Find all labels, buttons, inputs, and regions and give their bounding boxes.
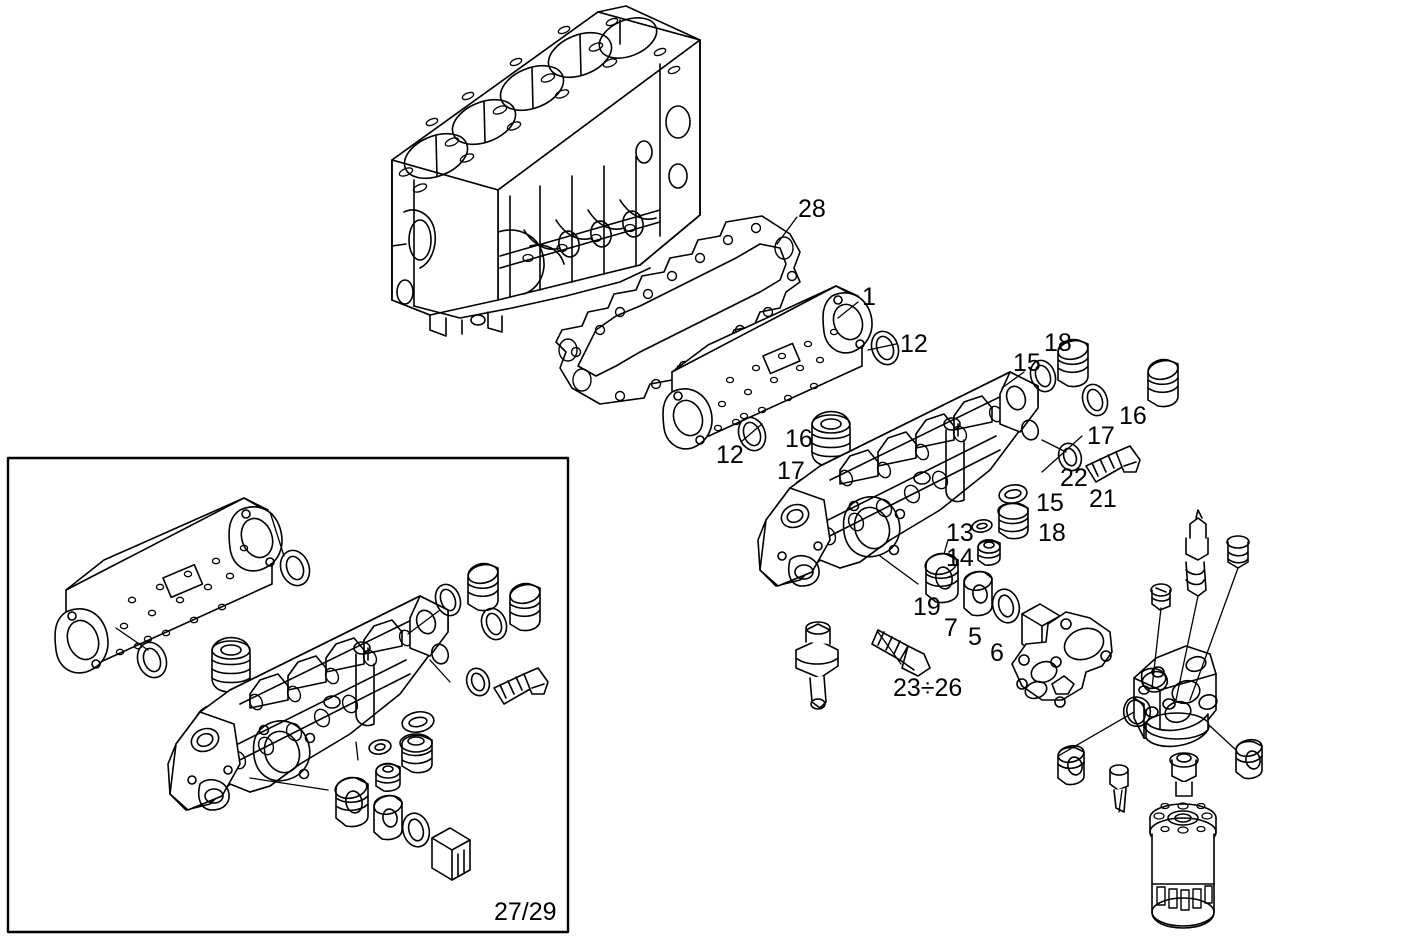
bolt-set xyxy=(871,629,931,677)
screw-plug-small xyxy=(977,539,1001,566)
callout-14: 14 xyxy=(946,544,974,572)
callout-7: 7 xyxy=(944,614,958,642)
inset-screw-plug-small xyxy=(375,762,401,792)
inset-spacer-sleeve xyxy=(373,794,403,841)
plug-top-small xyxy=(1150,583,1172,611)
callout-16-right: 16 xyxy=(1119,402,1147,430)
plug-top-right xyxy=(1226,535,1250,569)
callout-15-lower: 15 xyxy=(1036,489,1064,517)
callout-6: 6 xyxy=(990,639,1004,667)
inset-washer-seal xyxy=(401,812,431,848)
inset-leader-lines xyxy=(115,511,451,791)
oil-cooler-core xyxy=(662,285,873,450)
oil-cooler-housing xyxy=(757,371,1040,587)
nipple-bottom-center xyxy=(1169,752,1199,797)
inset-relief-valve xyxy=(431,827,471,881)
screw-plug-upper xyxy=(1057,338,1089,388)
filter-head-gasket xyxy=(1011,611,1113,708)
screw-plug-right xyxy=(1147,358,1179,408)
inset-screw-plug-upper xyxy=(467,562,499,612)
callout-17-left: 17 xyxy=(777,457,805,485)
callout-18-lower: 18 xyxy=(1038,519,1066,547)
sealing-ring-right xyxy=(1081,383,1109,417)
bushing xyxy=(924,552,959,604)
oil-filter-canister xyxy=(1149,802,1217,929)
inset-o-ring-left xyxy=(136,641,168,679)
inset-screw-plug-left xyxy=(211,636,251,693)
filter-head-plug-right xyxy=(1235,738,1263,780)
sealing-ring-upper xyxy=(1029,359,1057,393)
washer-seal xyxy=(991,588,1021,624)
inset-screw-plug-lower xyxy=(399,733,433,774)
callout-28: 28 xyxy=(798,195,826,223)
inset-seal-ring-small xyxy=(368,739,392,755)
sensor-switch xyxy=(795,621,839,710)
callout-12-left: 12 xyxy=(716,441,744,469)
callout-5: 5 xyxy=(968,623,982,651)
inset-oil-cooler-core xyxy=(54,497,283,674)
inset-bushing xyxy=(334,776,369,828)
o-ring-left xyxy=(737,416,767,452)
callout-17-right: 17 xyxy=(1087,422,1115,450)
callout-16-left: 16 xyxy=(785,425,813,453)
bolt xyxy=(1085,445,1141,483)
callout-12-right: 12 xyxy=(900,330,928,358)
callout-19: 19 xyxy=(913,593,941,621)
leader-lines xyxy=(741,216,1239,813)
inset-o-ring-right xyxy=(279,549,311,587)
inset-screw-plug-right xyxy=(509,582,541,632)
callout-15-upper: 15 xyxy=(1013,349,1041,377)
inset-washer xyxy=(465,667,491,697)
callout-22: 22 xyxy=(1060,464,1088,492)
inset-sealing-ring-lower xyxy=(401,710,435,734)
washer xyxy=(1057,442,1083,472)
callout-21: 21 xyxy=(1089,485,1117,513)
seal-ring-small xyxy=(971,519,993,533)
callout-23-26: 23÷26 xyxy=(893,674,963,702)
engine-block xyxy=(391,5,701,337)
callout-1: 1 xyxy=(862,283,876,311)
inset-sealing-ring-right xyxy=(480,607,508,641)
inset-oil-cooler-housing xyxy=(167,595,450,811)
callout-18-upper: 18 xyxy=(1044,329,1072,357)
callout-13: 13 xyxy=(946,519,974,547)
screw-plug-lower xyxy=(997,502,1029,540)
inset-reference-code: 27/29 xyxy=(494,898,557,926)
inset-sealing-ring-upper xyxy=(434,583,462,617)
inset-bolt xyxy=(493,667,549,705)
filter-head-plug-left xyxy=(1057,744,1085,786)
